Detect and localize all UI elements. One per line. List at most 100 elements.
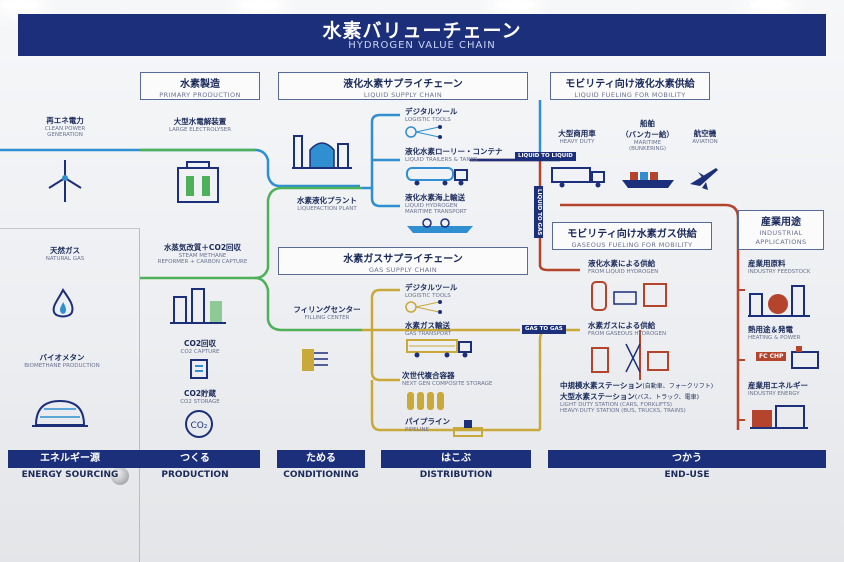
cylinders-icon [407,392,444,410]
node-bunkering: 船舶 （バンカー給） MARITIME (BUNKERING) [615,118,680,152]
section-subtitle: GASEOUS FUELING FOR MOBILITY [571,241,693,249]
node-label: 大型商用車 [558,129,596,138]
node-from-gas: 水素ガスによる供給 FROM GASEOUS HYDROGEN [588,320,666,337]
gas-branch-composite [370,330,400,382]
wall-door [0,228,140,562]
ceiling-light [750,0,790,10]
footer-bar-end-use: つかう [548,450,826,468]
refinery-icon [748,285,810,317]
node-label: 水素液化プラント [297,196,357,205]
industrial-trunk [560,203,740,430]
node-label: 産業用原料 [748,259,786,268]
liquid-to-gas-line [470,158,580,272]
pipeline-valve-icon [453,420,483,437]
section-subtitle: APPLICATIONS [755,238,807,246]
node-label: CO2回収 [183,339,217,348]
node-sublabel: FROM LIQUID HYDROGEN [588,269,659,275]
node-co2-capture: CO2回収 CO2 CAPTURE [160,338,240,355]
node-digital-tools-gas: デジタルツール LOGISTIC TOOLS [405,282,457,299]
section-gas-supply-chain: 水素ガスサプライチェーン GAS SUPPLY CHAIN [278,247,528,275]
co2-capture-icon [190,359,208,379]
section-subtitle: LIQUID FUELING FOR MOBILITY [574,91,686,99]
node-label: 液化水素海上輸送 [405,193,465,202]
filling-station-icon [302,349,328,371]
network-icon [405,300,442,314]
footer-bar-energy: エネルギー源 [8,450,132,468]
renewable-line [0,148,360,188]
node-sublabel: (BUNKERING) [628,146,667,152]
footer-label-energy: ENERGY SOURCING [21,470,119,480]
gas-station-icon [591,343,669,373]
banner-title: 水素バリューチェーン [322,20,522,42]
node-sublabel: NATURAL GAS [45,256,85,262]
node-sublabel: MARITIME TRANSPORT [405,209,467,215]
node-sublabel: HEATING & POWER [748,335,801,341]
node-label: 水蒸気改質＋CO2回収 [163,243,242,252]
footer-label-production: PRODUCTION [161,470,229,480]
node-sublabel: STEAM METHANE [178,253,227,259]
cargo-ship-icon [622,172,674,188]
node-filling: フィリングセンター FILLING CENTER [282,304,372,321]
node-from-liquid: 液化水素による供給 FROM LIQUID HYDROGEN [588,258,658,275]
section-primary-production: 水素製造 PRIMARY PRODUCTION [140,72,260,100]
node-sublabel: LOGISTIC TOOLS [405,117,451,123]
ship-icon [407,218,473,233]
node-label: 大型水電解装置 [173,117,227,126]
electrolyser-icon [177,161,219,203]
node-label: フィリングセンター [293,305,361,314]
node-sublabel: INDUSTRY ENERGY [748,391,800,397]
node-natural-gas: 天然ガス NATURAL GAS [25,245,105,262]
footer-bar-distribution: はこぶ [381,450,531,468]
node-aviation: 航空機 AVIATION [680,128,730,145]
node-electrolyser: 大型水電解装置 LARGE ELECTROLYSER [155,116,245,133]
node-sublabel: LIQUID HYDROGEN [405,203,458,209]
node-co2-storage: CO2貯蔵 CO2 STORAGE [160,388,240,405]
biogas-dome-icon [32,399,88,427]
airplane-icon [690,168,718,190]
node-sublabel: MARITIME [633,140,662,146]
node-maritime-transport: 液化水素海上輸送 LIQUID HYDROGEN MARITIME TRANSP… [405,192,467,215]
svg-text:CO₂: CO₂ [191,421,208,431]
node-composite-storage: 次世代複合容器 NEXT GEN COMPOSITE STORAGE [402,370,492,387]
node-gas-transport: 水素ガス輸送 GAS TRANSPORT [405,320,451,337]
node-liquid-trailers: 液化水素ローリー・コンテナ LIQUID TRAILERS & TANKS [405,146,503,163]
tag-liquid-to-liquid: LIQUID TO LIQUID [515,152,576,161]
node-heavy-duty: 大型商用車 HEAVY DUTY [552,128,602,145]
section-industrial: 産業用途 INDUSTRIAL APPLICATIONS [738,210,824,250]
footer-label-end-use: END-USE [664,470,710,480]
station-sublabel: HEAVY-DUTY STATION (BUS, TRUCKS, TRAINS) [560,408,686,414]
reformer-plant-icon [170,288,226,324]
node-reformer: 水蒸気改質＋CO2回収 STEAM METHANE REFORMER + CAR… [140,242,265,265]
node-sublabel: FILLING CENTER [304,315,350,321]
section-subtitle: INDUSTRIAL [759,229,803,237]
section-title: 産業用途 [761,217,801,228]
tag-gas-to-gas: GAS TO GAS [522,325,566,334]
node-sublabel: LOGISTIC TOOLS [405,293,451,299]
node-liquefaction: 水素液化プラント LIQUEFACTION PLANT [282,195,372,212]
liquid-branch-maritime [370,188,400,208]
node-sublabel: FROM GASEOUS HYDROGEN [588,331,667,337]
node-label: 船舶 [640,119,655,128]
node-renewable: 再エネ電力 CLEAN POWER GENERATION [30,115,100,138]
truck-icon [551,167,605,188]
power-plant-icon [791,346,819,369]
node-label: 再エネ電力 [46,116,84,125]
tube-trailer-icon [406,339,472,358]
factory-icon [750,405,808,429]
node-digital-tools-liquid: デジタルツール LOGISTIC TOOLS [405,106,457,123]
liquefaction-plant-icon [292,135,352,169]
section-liquid-supply-chain: 液化水素サプライチェーン LIQUID SUPPLY CHAIN [278,72,528,100]
node-pipeline: パイプライン PIPELINE [405,416,450,433]
node-label: デジタルツール [405,283,458,292]
section-title: モビリティ向け液化水素供給 [565,79,695,90]
node-label: 天然ガス [50,246,80,255]
gas-branch-pipeline [370,380,540,432]
node-label: CO2貯蔵 [183,389,217,398]
node-sublabel: CO2 STORAGE [180,399,220,405]
footer-bar-production: つくる [130,450,260,468]
liquid-station-icon [591,281,667,311]
banner-subtitle: HYDROGEN VALUE CHAIN [348,40,496,51]
gas-branch-digital [362,288,400,332]
node-industry-energy: 産業用エネルギー INDUSTRY ENERGY [748,380,808,397]
node-label: デジタルツール [405,107,458,116]
